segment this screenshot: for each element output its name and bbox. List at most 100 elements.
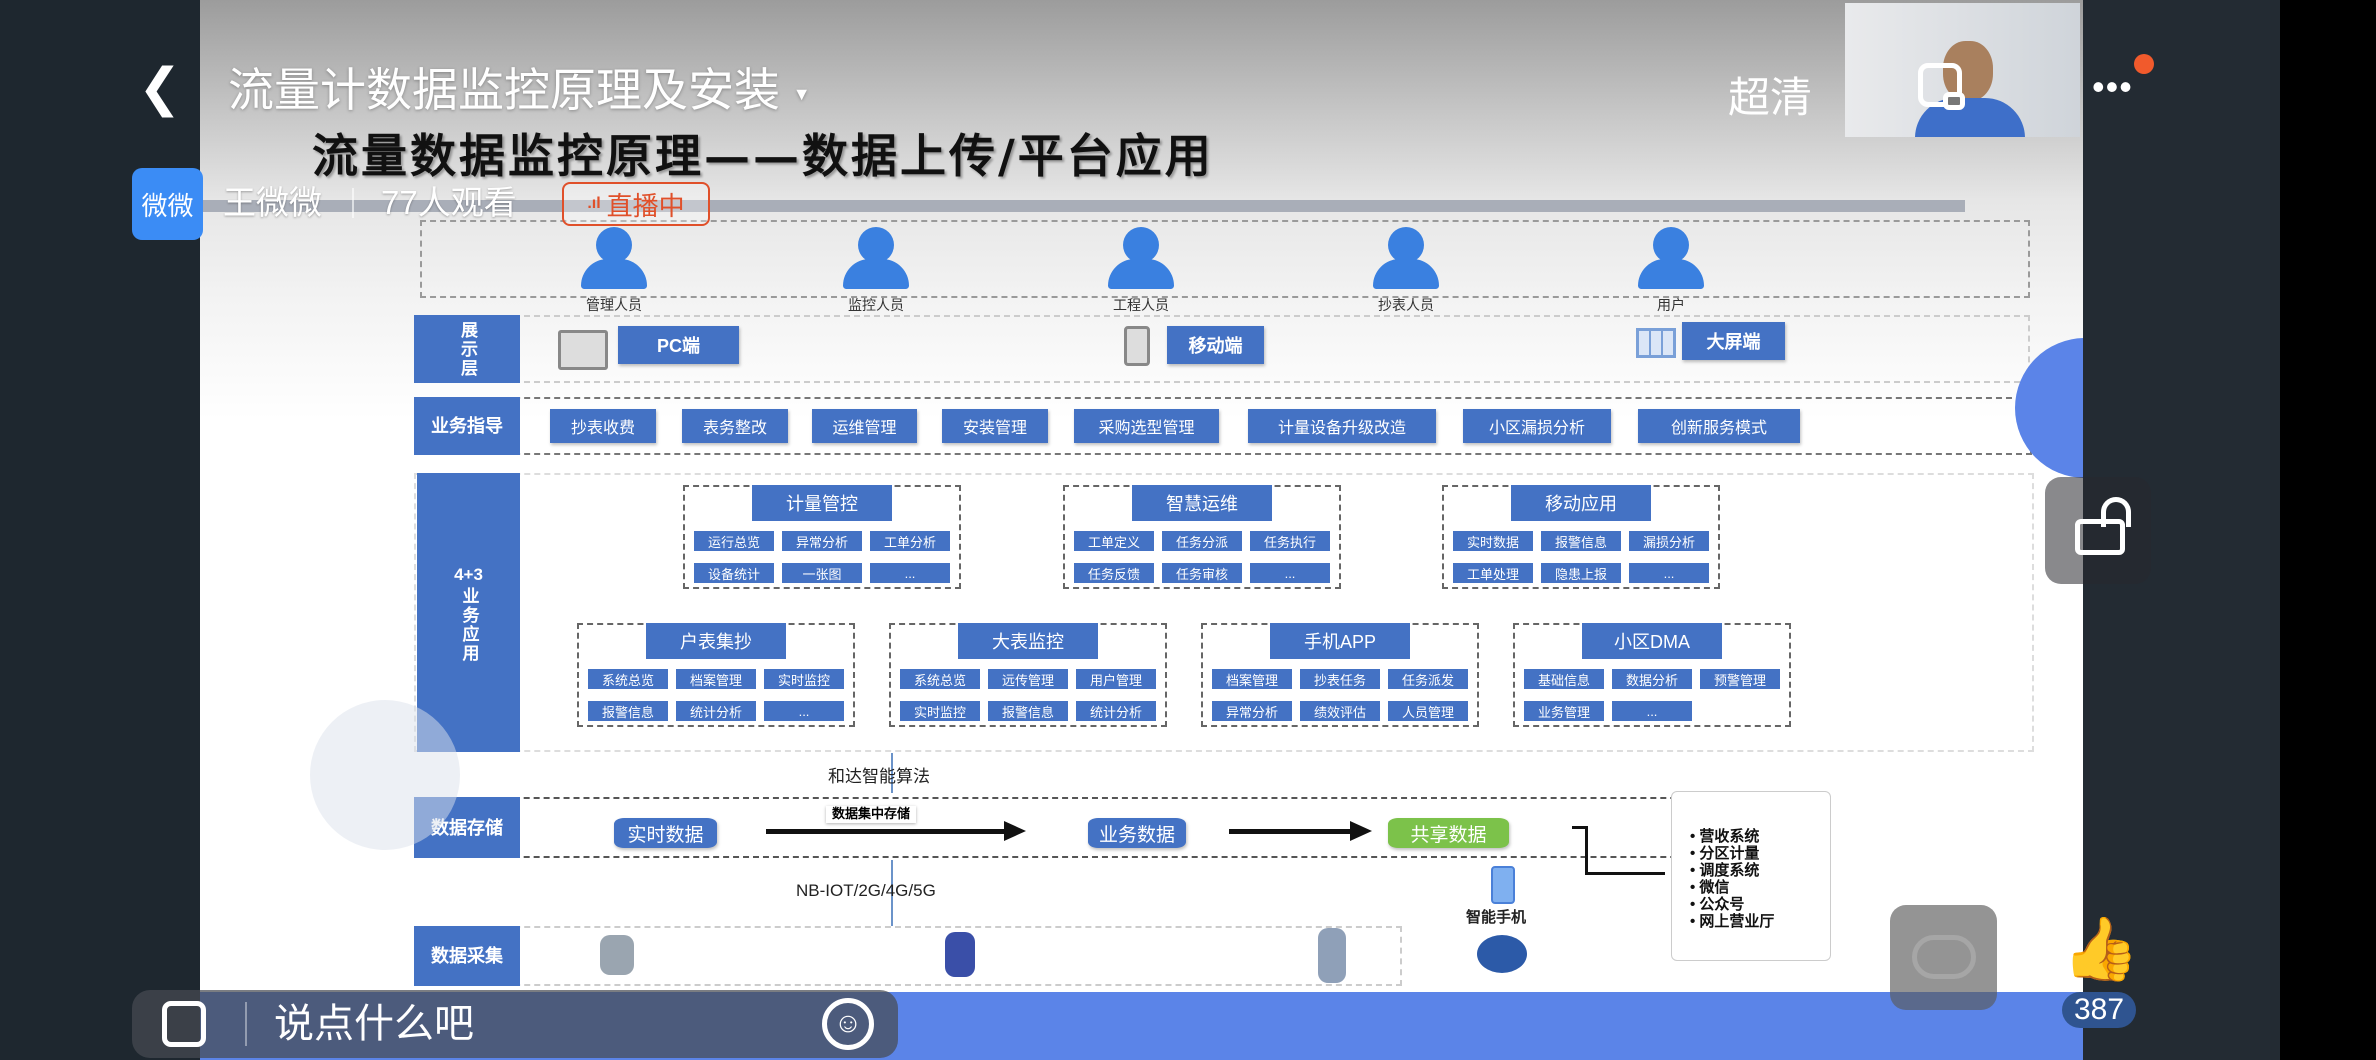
app-group-item: 运行总览 (694, 531, 774, 551)
app-group: 计量管控运行总览异常分析工单分析设备统计一张图... (683, 485, 961, 589)
app-group-title: 智慧运维 (1132, 485, 1272, 521)
app-group-items: 系统总览档案管理实时监控报警信息统计分析... (579, 669, 853, 721)
user-role: 抄表人员 (1364, 227, 1448, 315)
emoji-icon[interactable]: ☺ (822, 998, 874, 1050)
host-avatar[interactable]: 微微 (132, 168, 203, 240)
bullet-icon: • (1690, 862, 1700, 879)
external-system-label: 公众号 (1699, 896, 1745, 913)
ext-arrow-top (1572, 826, 1586, 829)
user-role: 工程人员 (1099, 227, 1183, 315)
smartphone-label: 智能手机 (1466, 909, 1527, 926)
link-button[interactable] (1890, 905, 1997, 1010)
external-system-item: • 微信 (1690, 879, 1774, 896)
app-group-item: 隐患上报 (1541, 563, 1621, 583)
viewer-count: 77人观看 (381, 184, 517, 221)
app-group-item: 实时监控 (900, 701, 980, 721)
stream-title-dropdown[interactable]: 流量计数据监控原理及安装 ▼ (228, 64, 811, 120)
bullet-icon: • (1690, 845, 1700, 862)
meter-image (945, 932, 975, 977)
external-system-item: • 公众号 (1690, 896, 1774, 913)
comment-bar[interactable]: 说点什么吧 ☺ (132, 990, 898, 1058)
store-arrow (766, 829, 1006, 834)
more-options-icon[interactable]: ••• (2092, 66, 2133, 107)
person-icon (1653, 227, 1689, 263)
bullet-icon: • (1690, 879, 1700, 896)
app-group-item: 预警管理 (1700, 669, 1780, 689)
network-label: NB-IOT/2G/4G/5G (796, 881, 936, 900)
guidance-item: 运维管理 (812, 409, 917, 443)
app-group-item: 任务派发 (1388, 669, 1468, 689)
app-group: 移动应用实时数据报警信息漏损分析工单处理隐患上报... (1442, 485, 1720, 589)
collection-box (414, 926, 1402, 986)
app-group-item: 实时监控 (764, 669, 844, 689)
like-count: 387 (2062, 992, 2136, 1028)
guidance-item: 安装管理 (942, 409, 1048, 443)
person-body (843, 259, 909, 289)
app-group-item: 设备统计 (694, 563, 774, 583)
app-group-title: 户表集抄 (646, 623, 786, 659)
algorithm-arrow (891, 753, 893, 793)
app-group-item: 异常分析 (782, 531, 862, 551)
app-group-item: ... (1629, 563, 1709, 583)
big-screen-icon (1636, 328, 1676, 358)
external-system-label: 营收系统 (1699, 828, 1760, 845)
live-badge-text: 直播中 (606, 190, 685, 221)
app-group-item: ... (870, 563, 950, 583)
external-systems-list: • 营收系统• 分区计量• 调度系统• 微信• 公众号• 网上营业厅 (1690, 828, 1774, 930)
stream-title: 流量计数据监控原理及安装 (228, 64, 780, 116)
apps-label-top: 4+3 (454, 564, 483, 584)
app-group-item: 工单定义 (1074, 531, 1154, 551)
screen-lock-button[interactable] (2045, 477, 2151, 584)
external-systems-box (1671, 791, 1831, 961)
live-video-slide: 流量数据监控原理——数据上传/平台应用 展示层 PC端 移动端 大屏端 业务指导… (200, 0, 2083, 1060)
app-group-title: 大表监控 (958, 623, 1098, 659)
algorithm-label: 和达智能算法 (828, 767, 930, 786)
app-group-item: 系统总览 (900, 669, 980, 689)
bullet-icon: • (1690, 913, 1700, 930)
share-arrowhead (1350, 821, 1372, 841)
app-group-item: 数据分析 (1612, 669, 1692, 689)
chevron-down-icon: ▼ (792, 83, 811, 104)
external-system-item: • 营收系统 (1690, 828, 1774, 845)
thumbs-up-icon[interactable]: 👍 (2062, 915, 2140, 984)
app-group-item: 报警信息 (588, 701, 668, 721)
checklist-icon[interactable] (162, 1001, 206, 1047)
decorative-circle (310, 700, 460, 850)
app-group-items: 实时数据报警信息漏损分析工单处理隐患上报... (1444, 531, 1718, 583)
app-group-item: 异常分析 (1212, 701, 1292, 721)
app-group-title: 小区DMA (1582, 623, 1722, 659)
app-group-item: 任务执行 (1250, 531, 1330, 551)
display-layer-label: 展示层 (458, 320, 477, 378)
quality-button[interactable]: 超清 (1728, 74, 1813, 121)
app-group-item: 基础信息 (1524, 669, 1604, 689)
apps-box (414, 473, 2034, 752)
app-group-item: 漏损分析 (1629, 531, 1709, 551)
user-role: 用户 (1629, 227, 1713, 315)
app-group-item: ... (1250, 563, 1330, 583)
network-arrow (891, 860, 893, 926)
user-role-label: 工程人员 (1113, 297, 1169, 313)
apps-label: 业务应用 (459, 586, 479, 663)
person-body (1108, 259, 1174, 289)
ext-arrow-vertical (1585, 826, 1588, 875)
store-arrow-label: 数据集中存储 (826, 806, 917, 823)
divider (352, 188, 354, 218)
shared-data: 共享数据 (1388, 818, 1509, 848)
external-system-item: • 调度系统 (1690, 862, 1774, 879)
ext-arrow-bottom (1585, 872, 1665, 875)
back-icon[interactable]: ❮ (138, 59, 182, 117)
share-arrow (1229, 829, 1351, 834)
pc-icon (558, 330, 608, 370)
app-group-item: 实时数据 (1453, 531, 1533, 551)
app-group: 户表集抄系统总览档案管理实时监控报警信息统计分析... (577, 623, 855, 727)
minimize-window-icon[interactable] (1918, 63, 1965, 110)
comment-input[interactable]: 说点什么吧 (274, 1002, 474, 1046)
left-panel (0, 0, 200, 1060)
camera-thumbnail[interactable] (1845, 3, 2080, 137)
slide-header-band (200, 200, 1965, 212)
live-badge: .ıl 直播中 (562, 182, 710, 226)
person-icon (596, 227, 632, 263)
link-icon (1912, 935, 1976, 979)
external-system-label: 调度系统 (1699, 862, 1760, 879)
